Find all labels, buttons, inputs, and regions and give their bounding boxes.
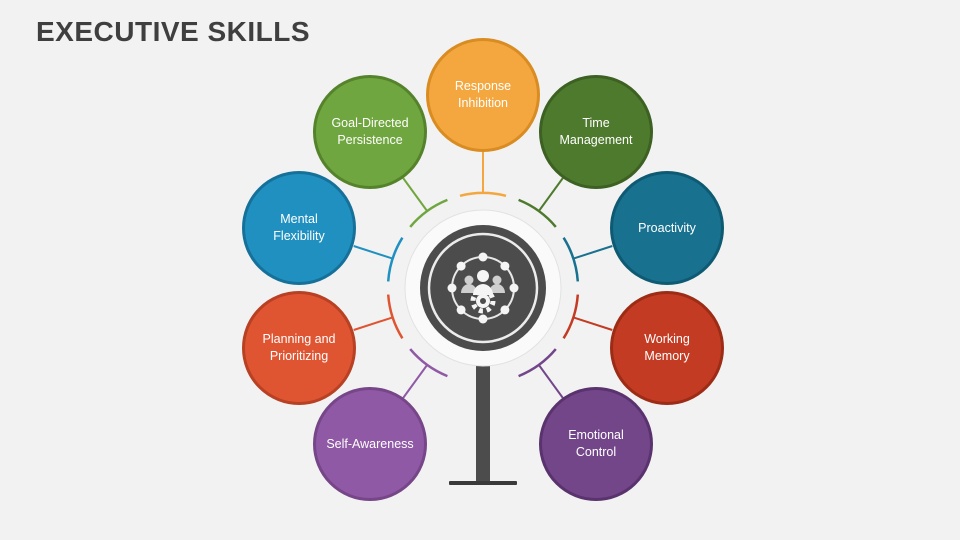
skill-label: Working Memory: [644, 332, 690, 363]
skill-circle-time-management: Time Management: [539, 75, 653, 189]
connector-line: [537, 177, 564, 212]
skill-label: Goal-Directed Persistence: [331, 116, 409, 147]
skill-label: Self-Awareness: [326, 436, 414, 451]
connector-line: [402, 364, 429, 399]
skill-circle-goal-directed-persistence: Goal-Directed Persistence: [313, 75, 427, 189]
slide-title: EXECUTIVE SKILLS: [36, 16, 311, 47]
skill-label: Time Management: [559, 116, 633, 147]
skill-circle-proactivity: Proactivity: [610, 171, 724, 285]
connector-line: [402, 177, 429, 212]
skill-label: Emotional Control: [568, 428, 624, 459]
connector-lines: [353, 152, 613, 399]
skill-circle-mental-flexibility: Mental Flexibility: [242, 171, 356, 285]
connector-line: [573, 316, 613, 331]
skill-label: Proactivity: [638, 220, 696, 235]
hub-arc-segment: [459, 191, 507, 198]
hub-arc-segment: [562, 294, 580, 339]
skill-circle-response-inhibition: Response Inhibition: [426, 38, 540, 152]
skill-circle-emotional-control: Emotional Control: [539, 387, 653, 501]
hub-arc-segment: [386, 294, 404, 339]
connector-line: [573, 245, 613, 260]
skill-label: Mental Flexibility: [273, 212, 325, 243]
skill-circle-self-awareness: Self-Awareness: [313, 387, 427, 501]
connector-line: [353, 245, 393, 260]
hub-inner-ring: [427, 232, 539, 344]
skill-label: Planning and Prioritizing: [262, 332, 336, 363]
people-network-gear-icon: [447, 252, 519, 324]
hub-arc-segment: [386, 237, 404, 282]
connector-line: [353, 316, 393, 331]
connector-line: [537, 364, 564, 399]
skill-label: Response Inhibition: [454, 79, 512, 110]
skill-circle-working-memory: Working Memory: [610, 291, 724, 405]
hub-arc-segment: [562, 237, 580, 282]
stand-base: [449, 481, 517, 485]
skill-circle-planning-and-prioritizing: Planning and Prioritizing: [242, 291, 356, 405]
